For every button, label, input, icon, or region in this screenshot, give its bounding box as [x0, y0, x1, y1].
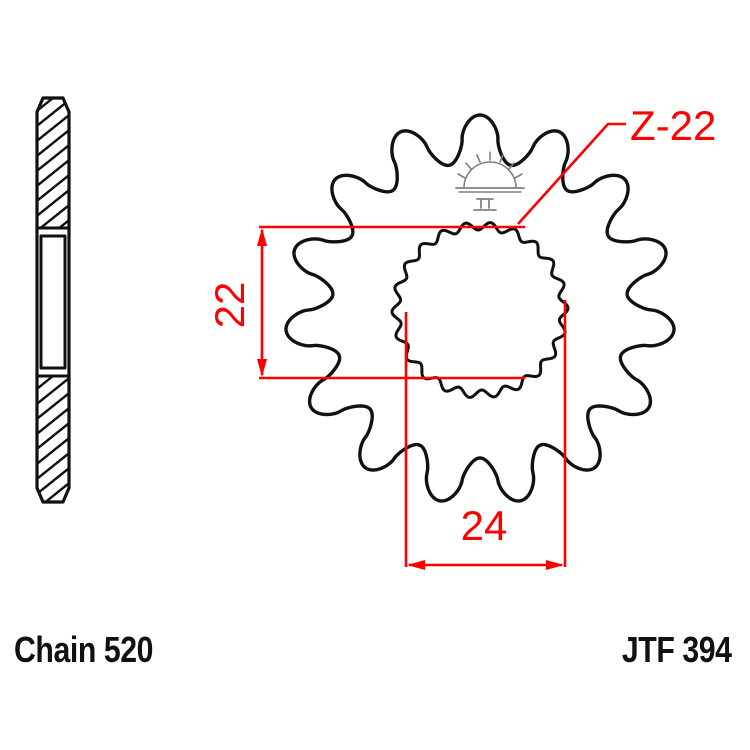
- hatch-line: [37, 186, 69, 220]
- sun-ray-icon: [457, 173, 466, 179]
- hatch-line: [33, 525, 73, 557]
- sun-ray-icon: [465, 162, 472, 170]
- front-plan-view: [284, 113, 676, 503]
- hatch-line: [33, 7, 73, 39]
- hatch-line: [37, 141, 69, 175]
- hatch-line: [33, 727, 73, 750]
- hatch-line: [33, 0, 73, 17]
- hatch-line: [37, 98, 69, 115]
- dimension-24-group: [404, 300, 567, 570]
- hatch-line: [33, 562, 73, 594]
- dimension-24-value: 24: [461, 502, 508, 549]
- hatch-line: [37, 126, 69, 160]
- hatch-line: [33, 667, 73, 699]
- hatch-line: [33, 592, 73, 624]
- hatch-line: [33, 555, 73, 587]
- hatch-line: [33, 502, 73, 534]
- side-section-view: [33, 0, 73, 750]
- dimension-24-arrow-left: [407, 560, 425, 570]
- hatch-line: [33, 0, 73, 32]
- hatch-line: [37, 464, 69, 498]
- hatch-line: [33, 532, 73, 564]
- hatch-line: [33, 510, 73, 542]
- hatch-line: [33, 45, 73, 77]
- hatch-line: [37, 216, 69, 228]
- sun-ray-icon: [476, 154, 481, 163]
- hatch-line: [33, 600, 73, 632]
- hatch-line: [33, 15, 73, 47]
- hatch-line: [37, 201, 69, 228]
- spline-callout-leader-group: [517, 122, 626, 225]
- hatch-line: [37, 434, 69, 468]
- hatch-line: [33, 742, 73, 750]
- spline-callout-leader: [517, 122, 626, 225]
- sun-ray-icon: [499, 154, 504, 163]
- sun-ray-icon: [514, 173, 523, 179]
- hatch-line: [37, 156, 69, 190]
- hatch-line: [33, 52, 73, 84]
- dimension-annotations: [257, 122, 626, 570]
- hatch-line: [33, 585, 73, 617]
- side-view-top-hatching: [33, 0, 73, 750]
- spline-bore-profile: [390, 221, 570, 399]
- part-number-label: JTF 394: [622, 629, 732, 670]
- rising-sun-logo: [455, 151, 525, 211]
- dimension-22-group: [257, 225, 525, 380]
- hatch-line: [37, 111, 69, 145]
- hatch-line: [33, 540, 73, 572]
- hatch-line: [33, 0, 73, 24]
- hatch-line: [37, 404, 69, 438]
- side-view-bottom-hatching: [33, 0, 73, 750]
- hatch-line: [37, 98, 69, 100]
- dimension-22-value: 22: [206, 282, 253, 329]
- hatch-line: [33, 37, 73, 69]
- sun-ray-icon: [508, 162, 515, 170]
- sun-dome-icon: [463, 161, 517, 189]
- hatch-line: [37, 449, 69, 483]
- hatch-line: [33, 690, 73, 722]
- hatch-line: [37, 376, 69, 408]
- logo-glyph-icon: [473, 198, 497, 211]
- hatch-line: [33, 517, 73, 549]
- hatch-line: [37, 376, 69, 393]
- hatch-line: [33, 682, 73, 714]
- hatch-line: [37, 389, 69, 423]
- hatch-line: [33, 697, 73, 729]
- hatch-line: [33, 577, 73, 609]
- hatch-line: [33, 570, 73, 602]
- hatch-line: [33, 30, 73, 62]
- hatch-line: [33, 675, 73, 707]
- hatch-line: [33, 0, 73, 2]
- hatch-line: [37, 419, 69, 453]
- hatch-line: [33, 712, 73, 744]
- hatch-line: [33, 720, 73, 750]
- dimension-24-arrow-right: [546, 560, 564, 570]
- hatch-line: [33, 0, 73, 9]
- hatch-line: [33, 60, 73, 92]
- hatch-line: [37, 171, 69, 205]
- hatch-line: [33, 547, 73, 579]
- chain-size-label: Chain 520: [14, 629, 154, 670]
- dimension-22-arrow-bottom: [257, 359, 267, 377]
- spline-callout-label: Z-22: [630, 102, 716, 149]
- hatch-line: [33, 735, 73, 750]
- hatch-line: [33, 705, 73, 737]
- hatch-line: [33, 22, 73, 54]
- dimension-22-arrow-top: [257, 228, 267, 246]
- side-view-hub-segment: [35, 228, 71, 376]
- hatch-line: [37, 479, 69, 502]
